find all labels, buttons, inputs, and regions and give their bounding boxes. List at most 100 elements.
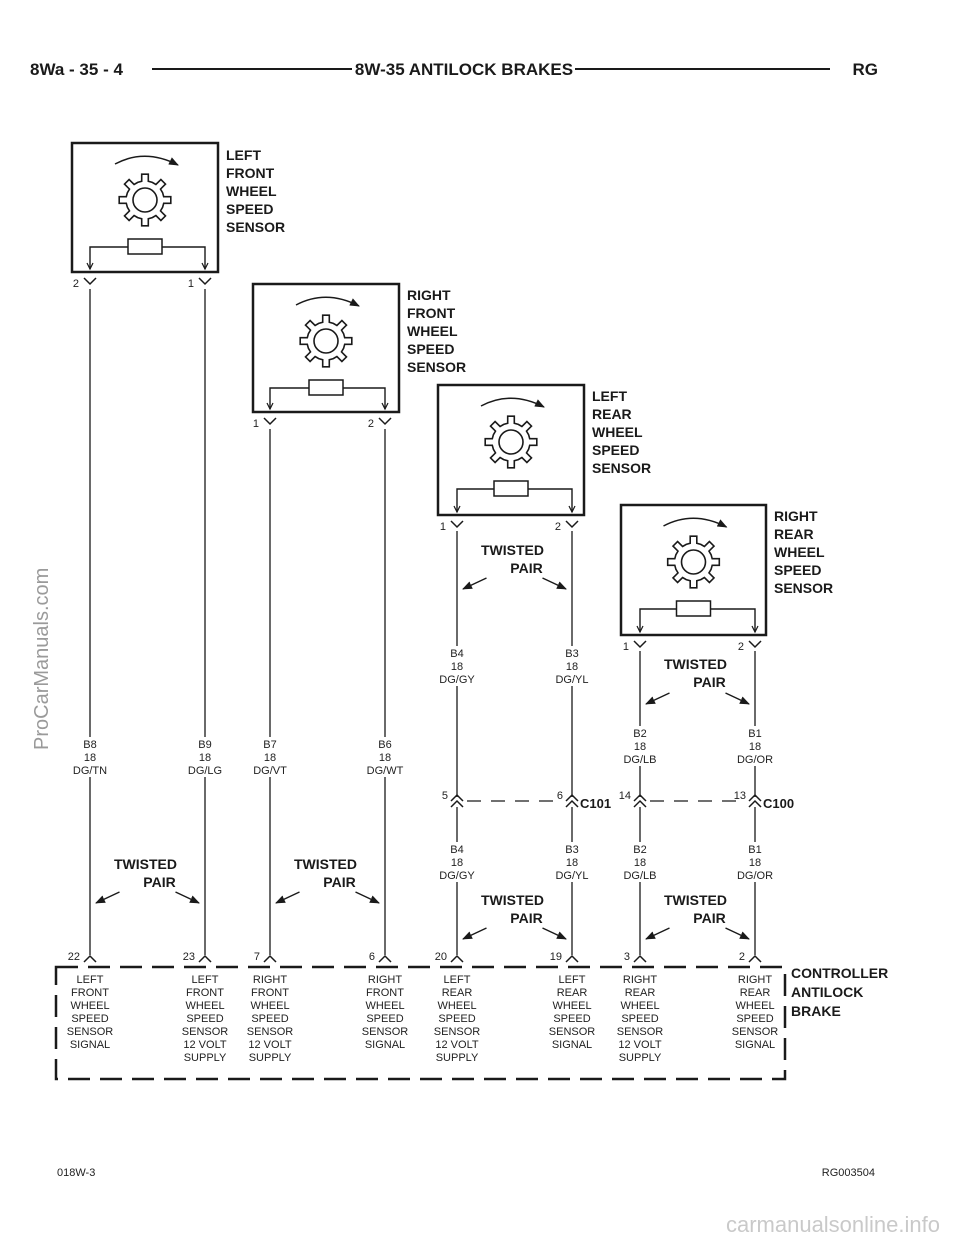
wire-label-b8-line: 18 [84, 752, 96, 764]
wire-label-backing [548, 646, 596, 686]
connector-pin-icon [748, 799, 762, 808]
controller-pin-description-line: SENSOR [732, 1026, 779, 1038]
controller-pin-description-line: LEFT [192, 974, 219, 986]
wire-label-b4_top-line: B4 [450, 648, 463, 660]
terminal-arrow-icon [86, 262, 94, 271]
terminal-arrow-icon [636, 625, 644, 634]
wire-label-b2_bot-line: DG/LB [623, 870, 656, 882]
gear-icon [484, 415, 538, 469]
controller-pin-description-line: SENSOR [434, 1026, 481, 1038]
wire-label-b9-line: DG/LG [188, 765, 222, 777]
rotation-arrow-icon [295, 296, 360, 307]
sensor-pin-number: 1 [623, 641, 629, 653]
controller-pin-description-line: 12 VOLT [618, 1039, 661, 1051]
wire-label-b4_top-line: 18 [451, 661, 463, 673]
controller-pin-description-line: SENSOR [67, 1026, 114, 1038]
sensor-label-line: WHEEL [592, 424, 643, 440]
twisted-pair-arrow-icon [275, 891, 300, 904]
sensor-pin-number: 1 [253, 418, 259, 430]
controller-pin-description-line: LEFT [559, 974, 586, 986]
controller-pin-description-line: WHEEL [552, 1000, 591, 1012]
wire-label-b6-line: DG/WT [367, 765, 404, 777]
controller-pin-description-line: SPEED [736, 1013, 773, 1025]
wire-label-backing [66, 737, 114, 777]
sensor-coil-element [675, 600, 712, 617]
controller-pin-description-line: SENSOR [549, 1026, 596, 1038]
wire-label-b3_top-line: DG/YL [555, 674, 588, 686]
controller-pin-description-line: SPEED [366, 1013, 403, 1025]
controller-pin-description-line: REAR [625, 987, 656, 999]
controller-pin-description-line: SIGNAL [365, 1039, 405, 1051]
gear-hub-icon [132, 187, 158, 213]
controller-pin-icon [748, 954, 762, 963]
wire-label-b1_bot-line: 18 [749, 857, 761, 869]
connector-pin-icon [450, 799, 464, 808]
controller-pin-description-line: 12 VOLT [435, 1039, 478, 1051]
controller-pin-description-line: RIGHT [623, 974, 658, 986]
twisted-pair-arrow-icon [462, 927, 487, 940]
connector-pin-icon [378, 417, 392, 426]
connector-pin-icon [450, 520, 464, 529]
sensor-label-line: SPEED [226, 201, 273, 217]
controller-pin-description-line: SENSOR [182, 1026, 229, 1038]
twisted-pair-label-line: PAIR [693, 674, 725, 690]
rotation-arrow-icon [114, 155, 179, 166]
wire-label-backing [731, 842, 779, 882]
figure-id-left: 018W-3 [57, 1167, 95, 1179]
wire-label-backing [731, 726, 779, 766]
connector-pin-icon [633, 793, 647, 802]
header-model-code: RG [853, 60, 879, 79]
sensor-label-line: FRONT [407, 305, 456, 321]
controller-pin-description-line: SIGNAL [735, 1039, 775, 1051]
sensor-label-line: SPEED [592, 442, 639, 458]
controller-pin-icon [378, 954, 392, 963]
wire-label-b4_bot-line: B4 [450, 844, 463, 856]
connector-pin-icon [198, 277, 212, 286]
controller-pin-number: 2 [739, 951, 745, 963]
controller-pin-icon [633, 954, 647, 963]
twisted-pair-label-line: TWISTED [481, 892, 544, 908]
side-watermark: ProCarManuals.com [31, 568, 53, 750]
twisted-pair-arrow-icon [725, 692, 750, 705]
controller-pin-description-line: REAR [442, 987, 473, 999]
sensor-pin-number: 2 [738, 641, 744, 653]
wire-label-b7-line: B7 [263, 739, 276, 751]
controller-pin-number: 23 [183, 951, 195, 963]
controller-pin-description-line: SUPPLY [619, 1052, 662, 1064]
controller-pin-description-line: LEFT [77, 974, 104, 986]
twisted-pair-label-line: TWISTED [294, 856, 357, 872]
controller-pin-description-line: SENSOR [362, 1026, 409, 1038]
gear-hub-icon [680, 549, 707, 575]
connector-pin-icon [565, 799, 579, 808]
sensor-label-line: WHEEL [226, 183, 277, 199]
connector-pin-icon [748, 793, 762, 802]
wire-label-backing [246, 737, 294, 777]
controller-pin-description-line: SIGNAL [552, 1039, 592, 1051]
terminal-arrow-icon [381, 402, 389, 411]
wire-label-b7-line: DG/VT [253, 765, 287, 777]
